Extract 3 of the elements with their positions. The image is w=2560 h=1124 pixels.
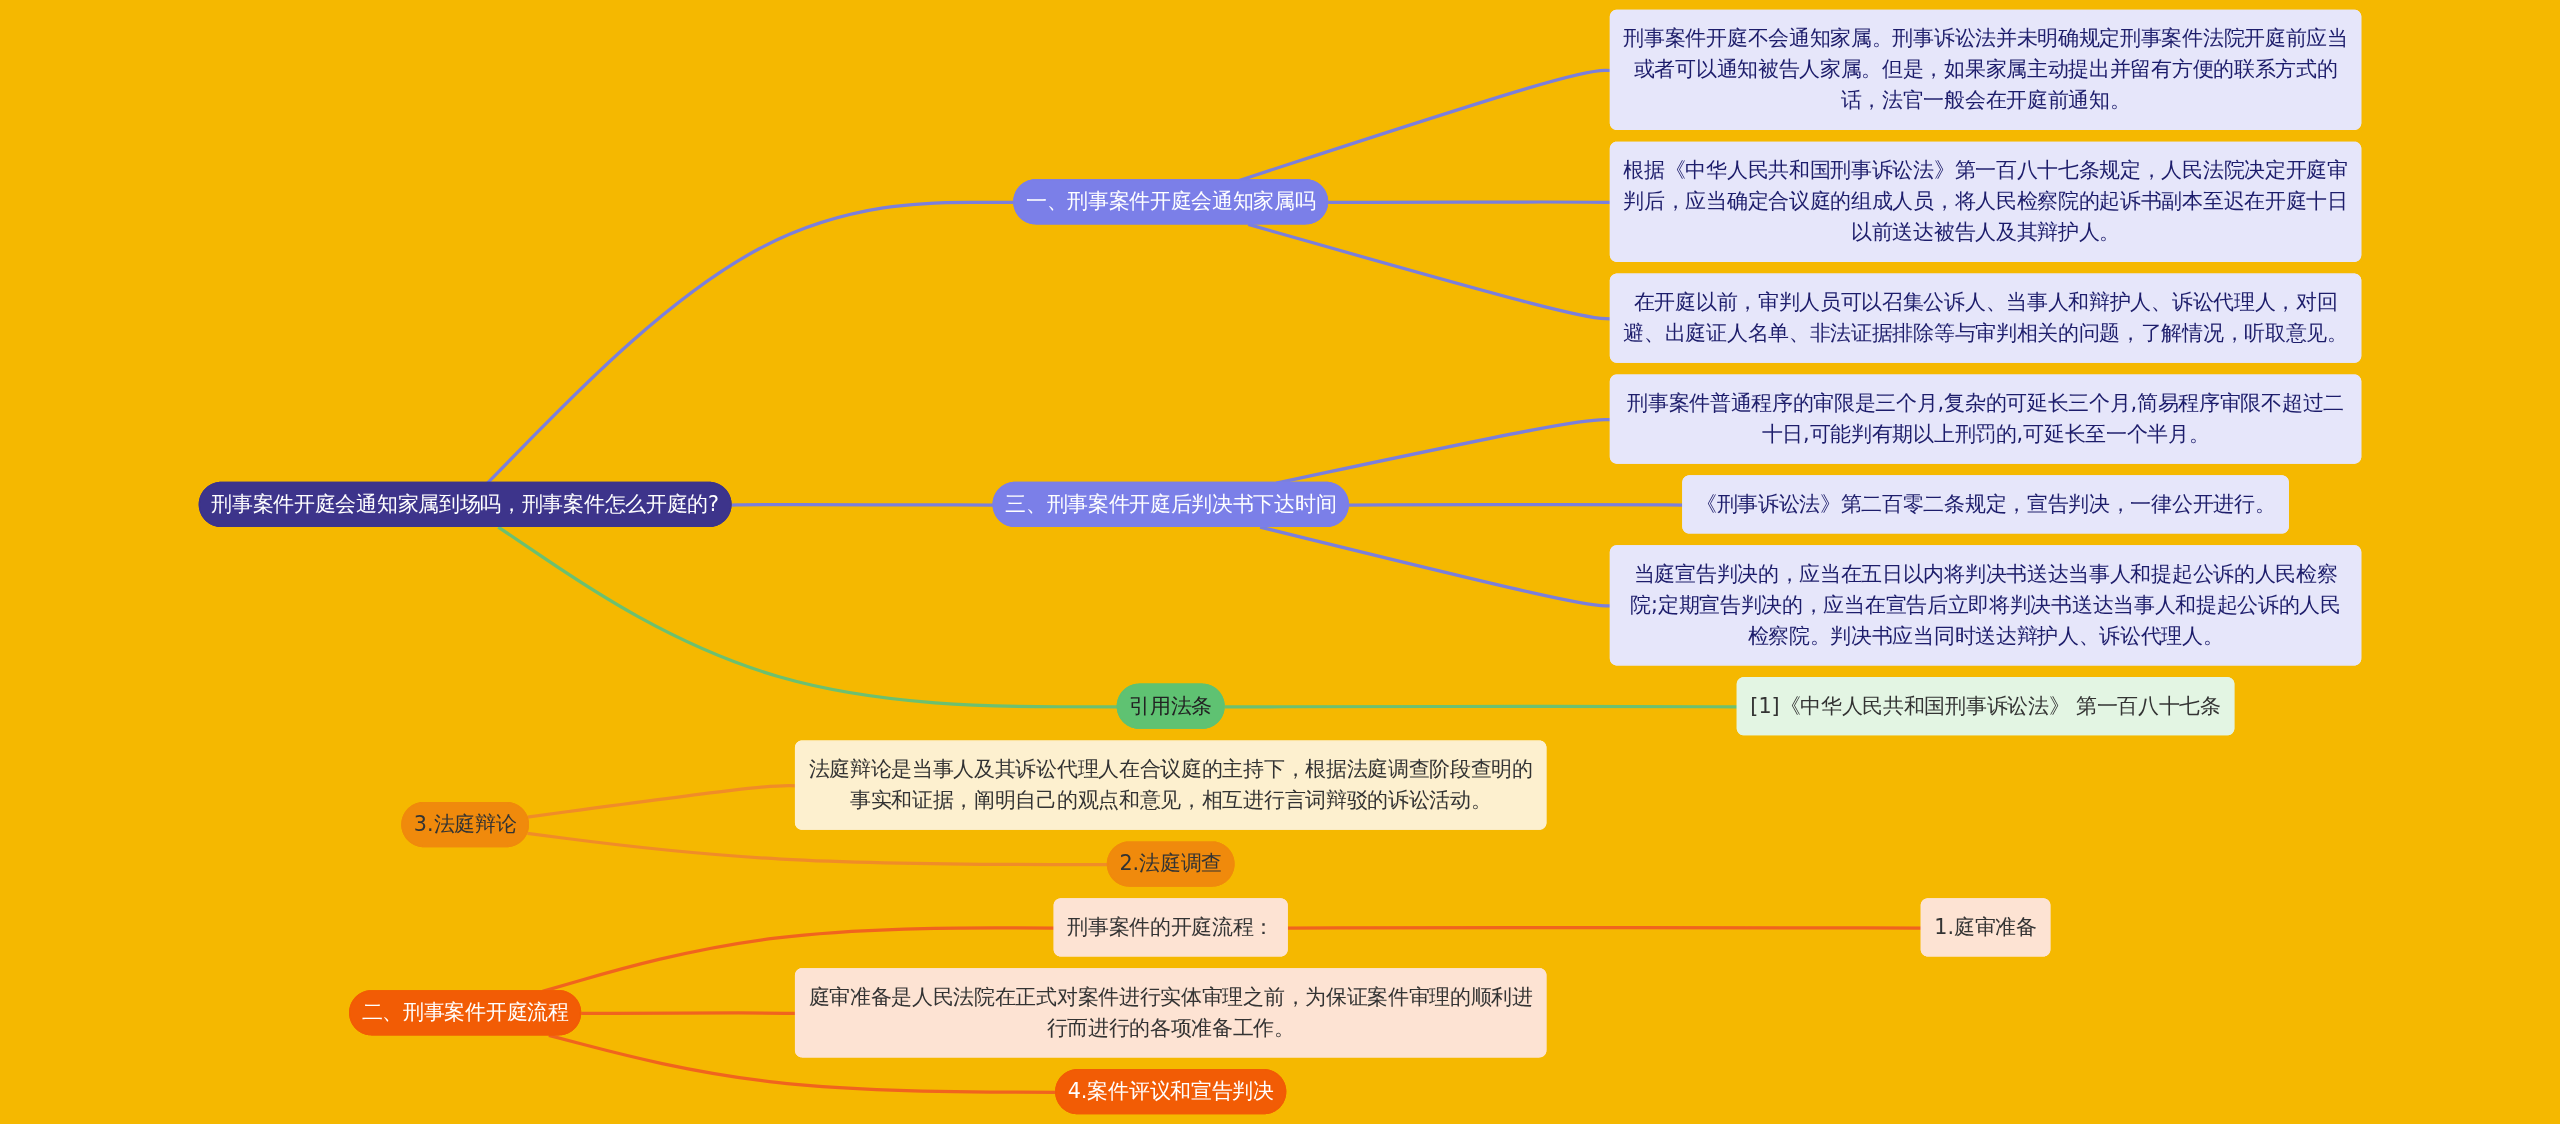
connector xyxy=(1287,926,1922,930)
connector xyxy=(497,525,1118,709)
connector xyxy=(731,503,994,507)
